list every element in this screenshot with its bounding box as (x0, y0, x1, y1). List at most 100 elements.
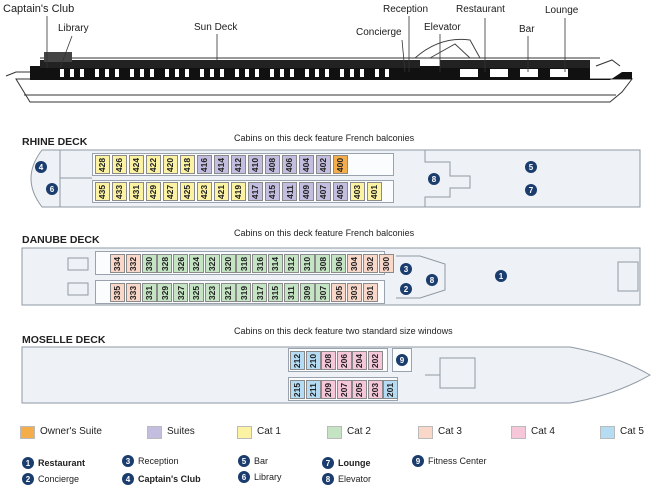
cabin-419[interactable]: 419 (231, 182, 246, 201)
cabin-330[interactable]: 330 (141, 254, 157, 273)
cabin-301[interactable]: 301 (362, 283, 378, 302)
cabin-306[interactable]: 306 (331, 254, 347, 273)
cabin-303[interactable]: 303 (347, 283, 362, 302)
cabin-326[interactable]: 326 (173, 254, 189, 273)
cabin-309[interactable]: 309 (299, 283, 315, 302)
key-marker-4: 4 (122, 473, 134, 485)
key-label-8: Elevator (338, 474, 372, 484)
cabin-405[interactable]: 405 (333, 182, 348, 201)
cabin-425[interactable]: 425 (180, 182, 195, 201)
cabin-321[interactable]: 321 (220, 283, 236, 302)
cabin-208[interactable]: 208 (321, 351, 336, 370)
cabin-410[interactable]: 410 (248, 155, 263, 174)
key-marker-6: 6 (238, 471, 250, 483)
cabin-206[interactable]: 206 (336, 351, 352, 370)
cabin-404[interactable]: 404 (299, 155, 314, 174)
cabin-308[interactable]: 308 (315, 254, 331, 273)
cabin-325[interactable]: 325 (189, 283, 204, 302)
key-label-9: Fitness Center (428, 456, 487, 466)
cabin-311[interactable]: 311 (283, 283, 299, 302)
cabin-207[interactable]: 207 (336, 380, 352, 399)
cabin-number: 201 (385, 382, 396, 397)
cabin-402[interactable]: 402 (316, 155, 331, 174)
cabin-401[interactable]: 401 (367, 182, 382, 201)
cabin-204[interactable]: 204 (352, 351, 367, 370)
cabin-415[interactable]: 415 (265, 182, 280, 201)
cabin-417[interactable]: 417 (248, 182, 263, 201)
cabin-411[interactable]: 411 (282, 182, 297, 201)
key-marker-9: 9 (412, 455, 424, 467)
marker-concierge: 2 (400, 283, 412, 295)
cabin-319[interactable]: 319 (236, 283, 252, 302)
cabin-435[interactable]: 435 (95, 182, 110, 201)
cabin-number: 202 (370, 353, 380, 368)
cabin-424[interactable]: 424 (129, 155, 144, 174)
cabin-409[interactable]: 409 (299, 182, 314, 201)
key-marker-3: 3 (122, 455, 134, 467)
cabin-315[interactable]: 315 (268, 283, 283, 302)
cabin-420[interactable]: 420 (163, 155, 178, 174)
cabin-421[interactable]: 421 (214, 182, 229, 201)
cabin-334[interactable]: 334 (110, 254, 125, 273)
cabin-320[interactable]: 320 (220, 254, 236, 273)
cabin-314[interactable]: 314 (268, 254, 283, 273)
cabin-211[interactable]: 211 (305, 380, 321, 399)
cabin-332[interactable]: 332 (125, 254, 141, 273)
cabin-212[interactable]: 212 (290, 351, 305, 370)
cabin-329[interactable]: 329 (157, 283, 173, 302)
cabin-418[interactable]: 418 (180, 155, 195, 174)
cabin-205[interactable]: 205 (352, 380, 367, 399)
cabin-210[interactable]: 210 (305, 351, 321, 370)
cabin-312[interactable]: 312 (283, 254, 299, 273)
cabin-number: 205 (354, 382, 365, 397)
legend-label-cat2: Cat 2 (347, 426, 371, 437)
cabin-316[interactable]: 316 (252, 254, 268, 273)
cabin-429[interactable]: 429 (146, 182, 161, 201)
cabin-300[interactable]: 300 (378, 254, 394, 273)
cabin-333[interactable]: 333 (125, 283, 141, 302)
key-label-1: Restaurant (38, 458, 86, 468)
cabin-335[interactable]: 335 (110, 283, 125, 302)
cabin-number: 204 (354, 353, 365, 368)
cabin-323[interactable]: 323 (204, 283, 220, 302)
key-marker-2: 2 (22, 473, 34, 485)
legend-label-suite: Suites (167, 426, 195, 437)
cabin-426[interactable]: 426 (112, 155, 127, 174)
cabin-318[interactable]: 318 (236, 254, 252, 273)
cabin-304[interactable]: 304 (347, 254, 362, 273)
cabin-202[interactable]: 202 (367, 351, 383, 370)
cabin-427[interactable]: 427 (163, 182, 178, 201)
cabin-number: 210 (308, 353, 318, 368)
cabin-406[interactable]: 406 (282, 155, 297, 174)
cabin-416[interactable]: 416 (197, 155, 212, 174)
legend-label-cat3: Cat 3 (438, 426, 462, 437)
cabin-414[interactable]: 414 (214, 155, 229, 174)
cabin-203[interactable]: 203 (367, 380, 383, 399)
cabin-331[interactable]: 331 (141, 283, 157, 302)
cabin-305[interactable]: 305 (331, 283, 347, 302)
cabin-407[interactable]: 407 (316, 182, 331, 201)
cabin-201[interactable]: 201 (383, 380, 398, 399)
cabin-307[interactable]: 307 (315, 283, 331, 302)
cabin-310[interactable]: 310 (299, 254, 315, 273)
cabin-302[interactable]: 302 (362, 254, 378, 273)
cabin-317[interactable]: 317 (252, 283, 268, 302)
cabin-209[interactable]: 209 (321, 380, 336, 399)
cabin-431[interactable]: 431 (129, 182, 144, 201)
marker-fitness-center: 9 (396, 354, 408, 366)
label-captains-club: Captain's Club (3, 3, 75, 15)
cabin-322[interactable]: 322 (204, 254, 220, 273)
cabin-422[interactable]: 422 (146, 155, 161, 174)
cabin-400[interactable]: 400 (333, 155, 348, 174)
cabin-328[interactable]: 328 (157, 254, 173, 273)
cabin-327[interactable]: 327 (173, 283, 189, 302)
cabin-215[interactable]: 215 (290, 380, 305, 399)
cabin-433[interactable]: 433 (112, 182, 127, 201)
cabin-408[interactable]: 408 (265, 155, 280, 174)
cabin-412[interactable]: 412 (231, 155, 246, 174)
cabin-403[interactable]: 403 (350, 182, 365, 201)
cabin-324[interactable]: 324 (189, 254, 204, 273)
cabin-428[interactable]: 428 (95, 155, 110, 174)
cabin-423[interactable]: 423 (197, 182, 212, 201)
label-lounge: Lounge (545, 5, 579, 16)
